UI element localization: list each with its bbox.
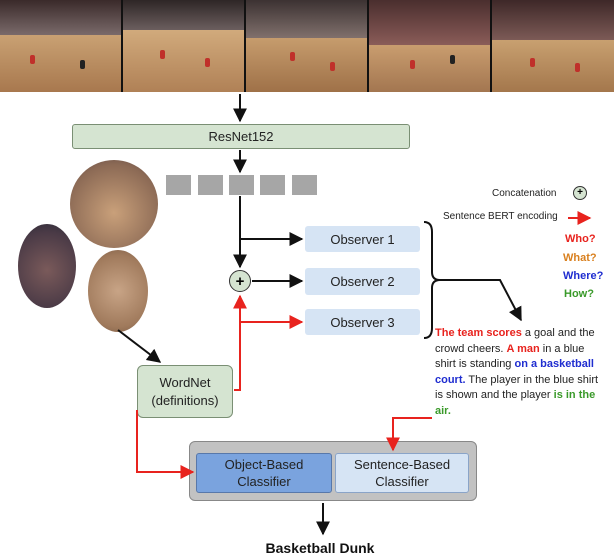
desc-on-court: on a basketball court. <box>435 358 594 386</box>
desc-part-4: in a blue shirt is standing <box>435 342 585 371</box>
resnet-box: ResNet152 <box>72 124 410 149</box>
video-frame-3 <box>246 0 369 92</box>
cropped-region-top <box>70 160 158 248</box>
arrow-crops-to-wordnet <box>117 329 162 363</box>
legend-sentence-bert: Sentence BERT encoding <box>443 211 558 222</box>
legend-concat-icon: + <box>573 186 587 200</box>
legend-concatenation-text: Concatenation <box>492 188 557 199</box>
cropped-region-right <box>88 250 148 332</box>
desc-part-2: a goal and the crowd cheers. <box>435 327 595 355</box>
output-label: Basketball Dunk <box>265 540 375 556</box>
object-classifier-line1: Object-Based <box>224 457 304 472</box>
object-classifier-line2: Classifier <box>237 474 291 489</box>
feature-square-3 <box>229 175 254 195</box>
wordnet-sublabel: (definitions) <box>151 392 219 408</box>
object-classifier-box: Object-Based Classifier <box>196 453 332 493</box>
question-who: Who? <box>565 233 596 245</box>
sentence-classifier-box: Sentence-Based Classifier <box>335 453 469 493</box>
video-frame-5 <box>492 0 614 92</box>
observer-3-label: Observer 3 <box>330 314 395 330</box>
question-how: How? <box>564 288 594 300</box>
observers-brace <box>423 221 441 339</box>
feature-square-1 <box>166 175 191 195</box>
wordnet-box: WordNet (definitions) <box>137 365 233 418</box>
arrow-wordnet-to-object-classifier <box>136 410 195 479</box>
feature-square-4 <box>260 175 285 195</box>
legend-concatenation: Concatenation <box>492 188 557 199</box>
observer-1-box: Observer 1 <box>305 226 420 252</box>
observer-3-box: Observer 3 <box>305 309 420 335</box>
question-what: What? <box>563 252 597 264</box>
video-frame-2 <box>123 0 246 92</box>
video-frame-strip <box>0 0 614 92</box>
arrow-brace-to-description <box>440 279 522 322</box>
observer-2-label: Observer 2 <box>330 274 395 289</box>
concat-node: + <box>229 270 251 292</box>
desc-a-man: A man <box>506 342 540 355</box>
concat-symbol: + <box>235 272 245 290</box>
cropped-region-left <box>18 224 76 308</box>
wordnet-label: WordNet <box>159 374 211 390</box>
feature-square-2 <box>198 175 223 195</box>
observer-1-label: Observer 1 <box>330 231 395 247</box>
video-frame-4 <box>369 0 492 92</box>
sentence-classifier-line1: Sentence-Based <box>353 457 451 472</box>
feature-square-5 <box>292 175 317 195</box>
resnet-label: ResNet152 <box>208 129 274 144</box>
generated-description: The team scores a goal and the crowd che… <box>435 326 607 419</box>
legend-sentence-bert-text: Sentence BERT encoding <box>443 211 558 222</box>
desc-team-scores: The team scores <box>435 327 522 339</box>
video-frame-1 <box>0 0 123 92</box>
desc-part-6: The player in the blue shirt is shown an… <box>435 373 599 402</box>
observer-2-box: Observer 2 <box>305 268 420 295</box>
arrow-wordnet-to-concat <box>233 294 247 391</box>
arrow-description-to-sentence-classifier <box>386 417 432 452</box>
sentence-classifier-line2: Classifier <box>375 474 429 489</box>
question-where: Where? <box>563 270 604 282</box>
desc-in-air: is in the air. <box>435 389 596 417</box>
